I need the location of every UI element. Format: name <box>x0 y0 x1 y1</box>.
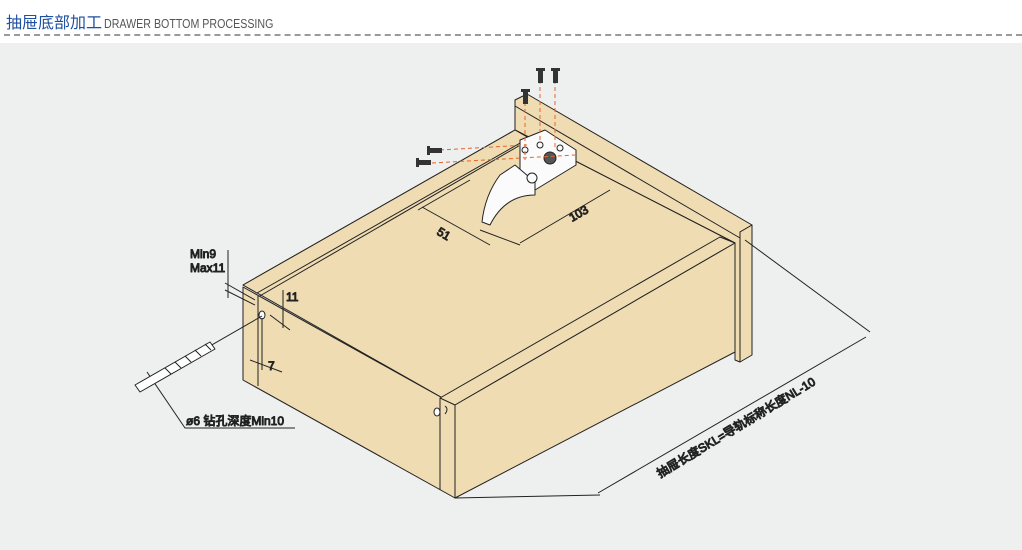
drill-hole <box>258 310 266 320</box>
drill-hole <box>433 407 441 417</box>
dimension-lines <box>136 179 871 499</box>
dim-7: 7 <box>268 359 275 373</box>
dim-min: Min9 <box>190 247 216 261</box>
title-en: DRAWER BOTTOM PROCESSING <box>104 16 274 31</box>
front-panel <box>454 242 736 499</box>
bracket <box>481 129 577 226</box>
drill-bit-icon <box>134 341 216 393</box>
title-cn: 抽屉底部加工 <box>6 13 103 32</box>
page-header: 抽屉底部加工 DRAWER BOTTOM PROCESSING <box>6 9 311 32</box>
length-note: 抽屉长度SKL=导轨标称长度NL-10 <box>654 374 818 481</box>
screw-guides <box>431 80 576 164</box>
dim-11: 11 <box>286 290 299 304</box>
drill-note: ø6 钻孔深度Min10 <box>186 413 284 428</box>
back-panel <box>514 93 753 363</box>
header-divider <box>4 34 1022 36</box>
screw-icon <box>416 68 560 167</box>
dim-max: Max11 <box>190 261 225 275</box>
